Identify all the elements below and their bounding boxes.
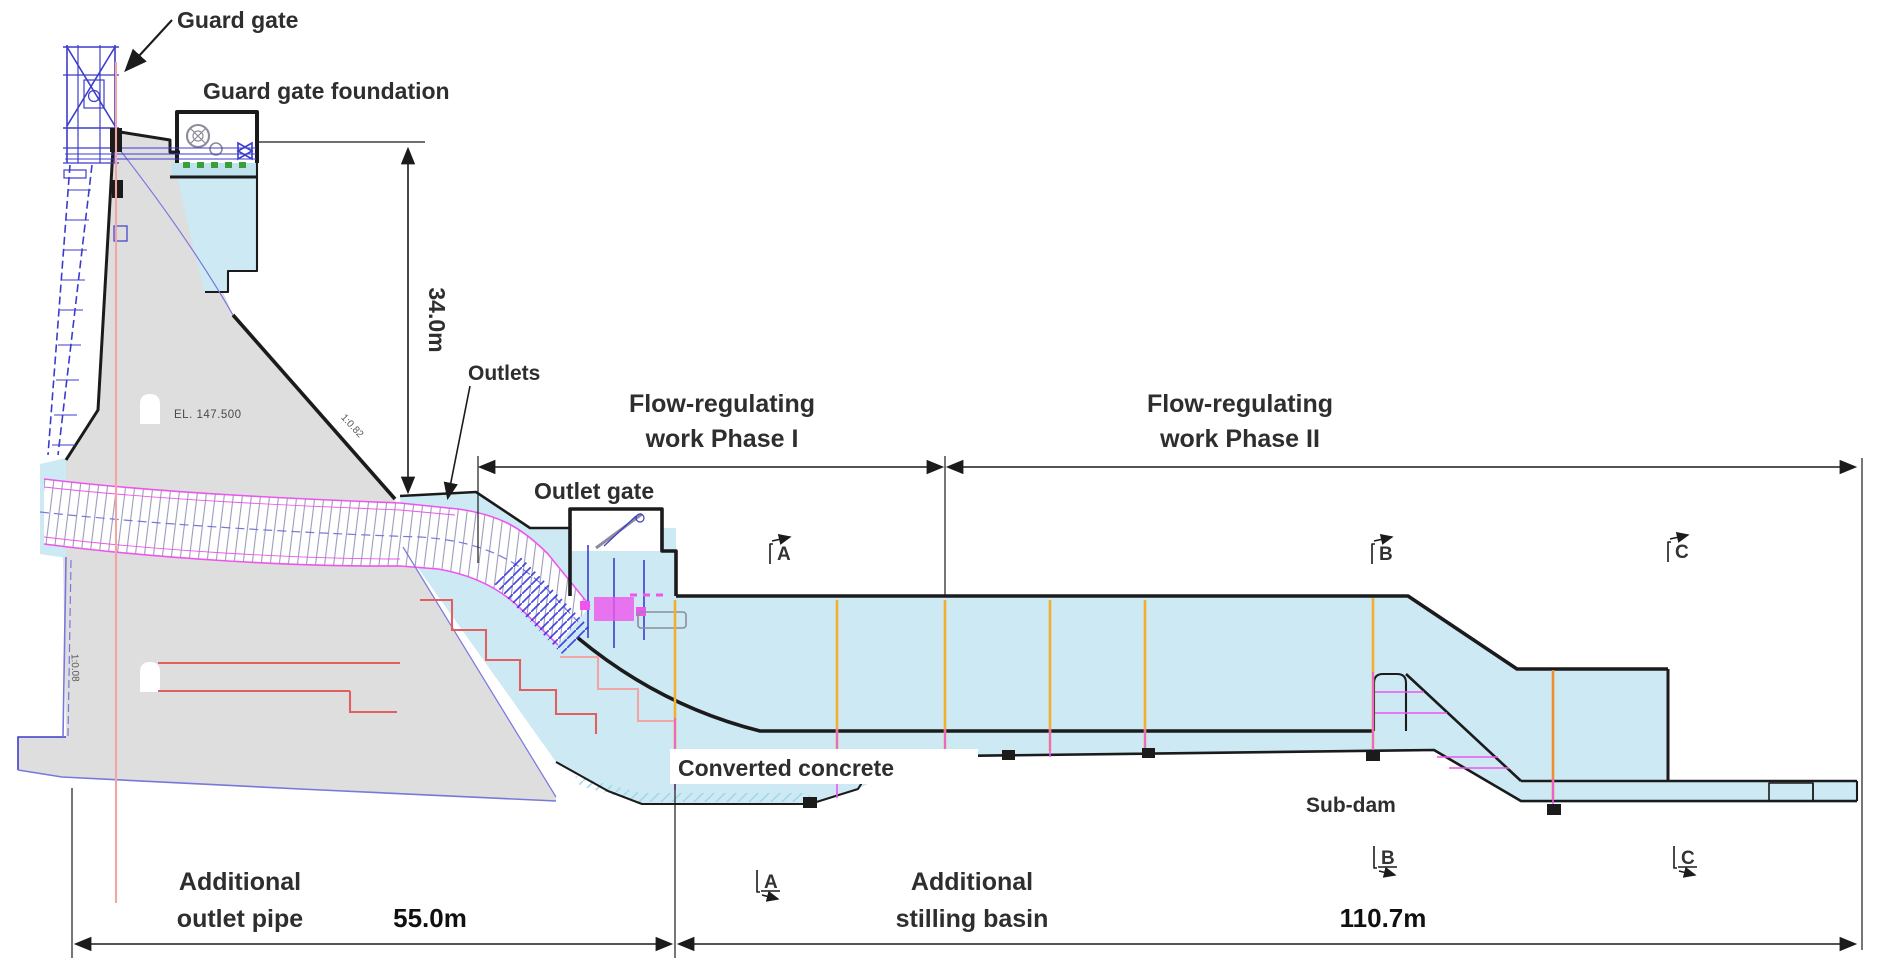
- svg-text:C: C: [1681, 848, 1695, 869]
- elevation-label: EL. 147.500: [174, 409, 242, 421]
- additional-outlet-pipe-line1: Additional: [179, 868, 301, 896]
- guard-gate-foundation-label: Guard gate foundation: [203, 78, 450, 104]
- length-55m: 55.0m: [393, 903, 467, 933]
- dimension-bottom: [71, 760, 1858, 958]
- additional-stilling-basin-line1: Additional: [911, 868, 1033, 896]
- outlet-gate-house: [568, 507, 687, 648]
- steel-liner-hatch: [492, 556, 590, 654]
- dimension-dam-height: 34.0m: [258, 141, 450, 495]
- outlet-conduit: [39, 478, 591, 654]
- guard-gate-foundation-house: [175, 110, 259, 168]
- anchor-marks: [183, 162, 246, 168]
- section-marker-a-bottom: A: [756, 870, 780, 902]
- phase1-label-line2: work Phase I: [645, 425, 799, 453]
- svg-text:A: A: [764, 872, 778, 893]
- guard-gate-label: Guard gate: [177, 7, 298, 33]
- existing-outlet-red-lines: [114, 62, 677, 903]
- length-110-7m: 110.7m: [1340, 903, 1427, 933]
- upstream-slope-label: 1:0.08: [69, 654, 81, 683]
- gate-guide-box: [113, 225, 128, 242]
- section-marker-b-bottom: B: [1373, 846, 1397, 878]
- converted-concrete-label: Converted concrete: [678, 755, 894, 781]
- svg-text:C: C: [1675, 542, 1689, 563]
- section-marker-c-top: C: [1667, 531, 1690, 563]
- dam-height-value: 34.0m: [424, 287, 450, 352]
- converted-concrete-label-box: [670, 749, 978, 784]
- guard-gate-arrow: [124, 19, 173, 73]
- sub-dam-steps: [1375, 691, 1509, 769]
- sub-dam-body: [1372, 672, 1814, 802]
- structural-outlines: [17, 129, 1859, 803]
- gate-machinery-magenta: [594, 597, 634, 621]
- section-marker-b-top: B: [1371, 533, 1394, 565]
- additional-outlet-pipe-line2: outlet pipe: [177, 905, 303, 933]
- section-marker-a-top: A: [769, 533, 792, 565]
- outlets-arrow: [443, 385, 471, 501]
- svg-text:A: A: [777, 544, 791, 565]
- section-marker-c-bottom: C: [1673, 846, 1697, 878]
- tunnel-icon-upper: [140, 394, 160, 424]
- crest-new-concrete: [172, 163, 257, 292]
- sub-dam-label: Sub-dam: [1306, 794, 1396, 817]
- text-labels: Guard gate Guard gate foundation Outlets…: [69, 7, 1427, 933]
- tunnel-icon-lower: [140, 662, 160, 692]
- leader-arrows: [124, 19, 471, 501]
- phase2-label-line1: Flow-regulating: [1147, 390, 1333, 418]
- outlet-gate-label: Outlet gate: [534, 478, 654, 504]
- existing-dam-body: [18, 131, 556, 801]
- gate-engine-block: [637, 611, 687, 629]
- phase1-label-line1: Flow-regulating: [629, 390, 815, 418]
- dimension-phases: [477, 456, 1863, 950]
- stilling-basin-concrete: [400, 492, 1857, 804]
- downstream-slope-label: 1:0.82: [338, 412, 365, 440]
- additional-stilling-basin-line2: stilling basin: [896, 905, 1049, 933]
- outlets-label: Outlets: [468, 362, 540, 385]
- valve-icon: [236, 141, 254, 161]
- svg-text:B: B: [1381, 848, 1395, 869]
- phase2-label-line2: work Phase II: [1159, 425, 1320, 453]
- svg-text:B: B: [1379, 544, 1393, 565]
